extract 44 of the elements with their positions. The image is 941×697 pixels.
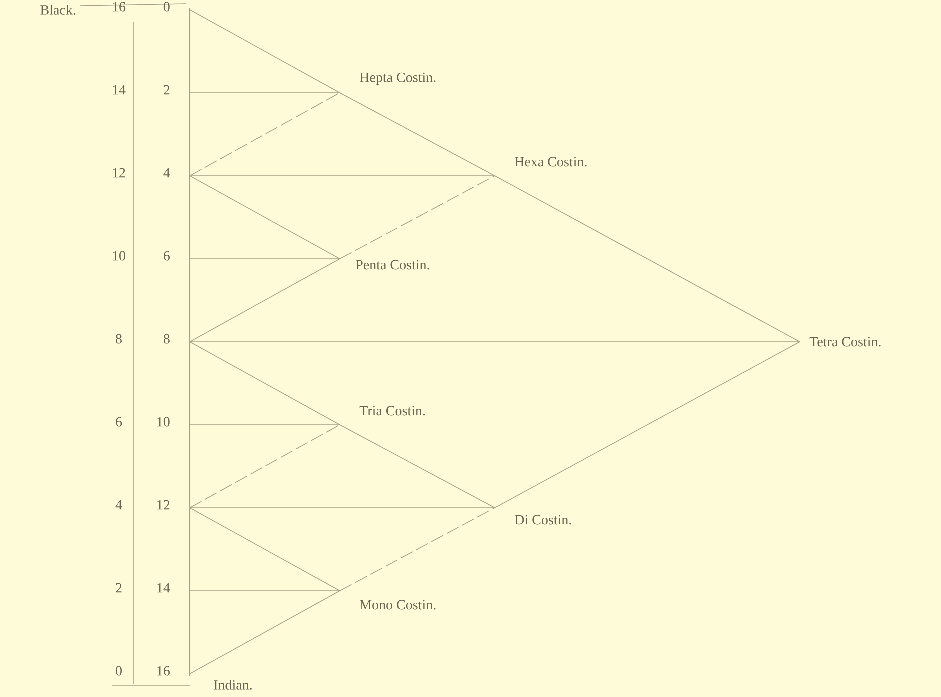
scale-number: 14	[158, 583, 170, 593]
node-label: Di Costin.	[515, 515, 572, 525]
line	[340, 176, 496, 260]
node-label: Hexa Costin.	[515, 157, 587, 167]
line	[190, 92, 340, 176]
scale-number: 8	[116, 334, 122, 344]
line	[190, 590, 340, 674]
scale-number: 0	[164, 2, 170, 12]
line	[190, 342, 340, 426]
scale-number: 16	[158, 666, 170, 676]
scale-number: 8	[164, 334, 170, 344]
scale-number: 6	[164, 251, 170, 261]
scale-number: 4	[116, 500, 122, 510]
scale-number: 14	[113, 85, 126, 95]
node-label: Tetra Costin.	[810, 337, 881, 347]
scale-number: 4	[164, 168, 170, 178]
scale-number: 12	[158, 500, 170, 510]
scale-number: 10	[113, 251, 126, 261]
scale-number: 6	[116, 417, 122, 427]
line	[190, 258, 340, 342]
line	[494, 342, 800, 508]
line	[190, 424, 340, 426]
node-label: Tria Costin.	[360, 406, 426, 416]
node-label: Hepta Costin.	[360, 72, 436, 86]
line	[494, 176, 800, 342]
line	[190, 424, 340, 508]
node-label: Mono Costin.	[360, 600, 436, 610]
scale-number: 10	[158, 417, 170, 427]
node-label: Penta Costin.	[356, 260, 430, 270]
end-label: Black.	[40, 5, 76, 15]
scale-number: 2	[164, 85, 170, 95]
line	[190, 258, 340, 260]
line	[340, 424, 496, 508]
line	[190, 92, 340, 94]
line	[190, 176, 340, 260]
line	[190, 10, 340, 94]
line	[190, 508, 340, 592]
scale-number: 2	[116, 583, 122, 593]
scale-number: 0	[116, 666, 122, 676]
end-label: Indian.	[214, 680, 252, 690]
line	[190, 590, 340, 592]
scale-number: 12	[113, 168, 126, 178]
line	[340, 92, 496, 176]
line	[340, 508, 496, 592]
